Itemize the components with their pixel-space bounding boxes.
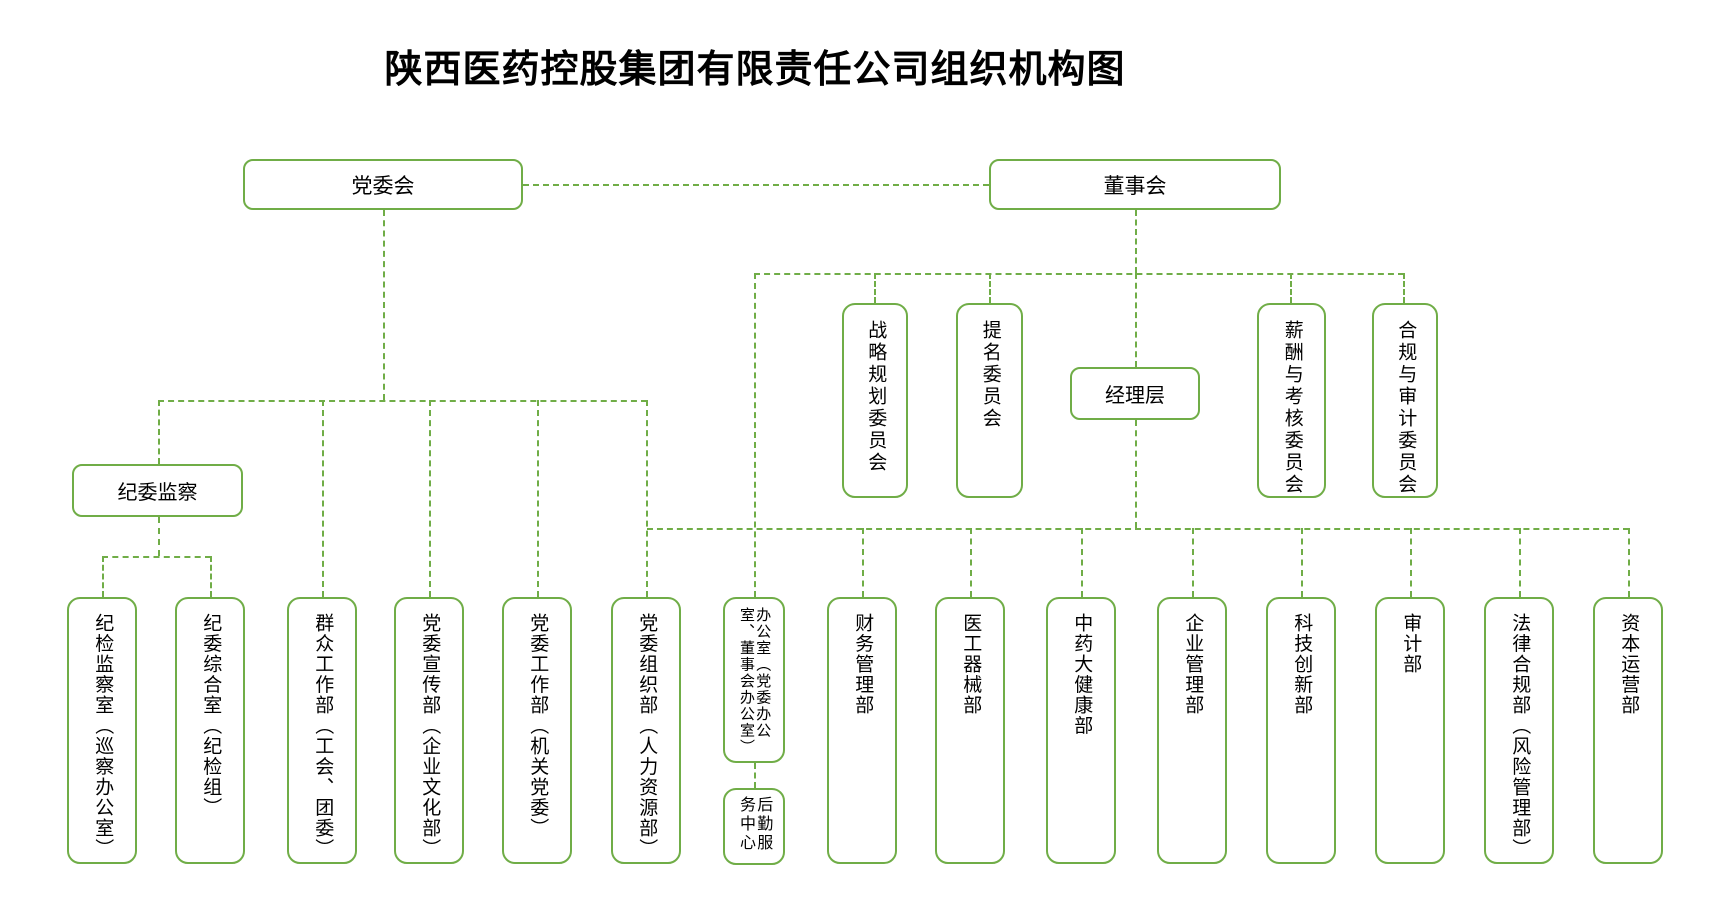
node-discipline-inspection-label: 纪委监察 bbox=[117, 482, 198, 504]
node-organization-dept-label: 党委组织部（人力资源部） bbox=[636, 613, 658, 859]
node-capital-operation-dept-label: 资本运营部 bbox=[1618, 613, 1640, 716]
connector-to-legal-compliance bbox=[1519, 528, 1521, 597]
page-title: 陕西医药控股集团有限责任公司组织机构图 bbox=[384, 49, 1126, 91]
node-logistics-center-label: 后勤服务中心 bbox=[737, 796, 772, 853]
connector-to-compliance bbox=[1403, 273, 1405, 303]
connector-to-management bbox=[1135, 273, 1137, 367]
node-nomination-committee-label: 提名委员会 bbox=[979, 320, 1001, 430]
node-finance-dept-label: 财务管理部 bbox=[852, 613, 874, 716]
node-finance-dept: 财务管理部 bbox=[827, 597, 897, 864]
connector-to-general-office bbox=[754, 273, 756, 597]
connector-to-logistics bbox=[754, 763, 756, 788]
node-capital-operation-dept: 资本运营部 bbox=[1593, 597, 1663, 864]
connector-to-strategic bbox=[874, 273, 876, 303]
node-party-committee-label: 党委会 bbox=[351, 174, 415, 198]
connector-management-down bbox=[1135, 420, 1137, 528]
connector-discipline-down bbox=[158, 517, 160, 556]
connector-to-finance bbox=[862, 528, 864, 597]
node-tcm-health-dept-label: 中药大健康部 bbox=[1071, 613, 1093, 736]
connector-to-jijian-office bbox=[102, 556, 104, 597]
connector-to-enterprise-mgmt bbox=[1192, 528, 1194, 597]
node-mass-work-dept: 群众工作部（工会、团委） bbox=[287, 597, 357, 864]
node-strategic-planning-committee: 战略规划委员会 bbox=[842, 303, 908, 498]
node-general-office: 办公室（党委办公室、董事会办公室） bbox=[723, 597, 785, 763]
connector-to-discipline bbox=[158, 400, 160, 464]
node-medical-devices-dept: 医工器械部 bbox=[935, 597, 1005, 864]
connector-management-branch bbox=[647, 528, 1629, 530]
node-medical-devices-dept-label: 医工器械部 bbox=[960, 613, 982, 716]
node-legal-compliance-dept: 法律合规部（风险管理部） bbox=[1484, 597, 1554, 864]
connector-party-branch bbox=[158, 400, 647, 402]
connector-to-tcm-health bbox=[1081, 528, 1083, 597]
connector-to-tech-innovation bbox=[1301, 528, 1303, 597]
node-legal-compliance-dept-label: 法律合规部（风险管理部） bbox=[1509, 613, 1531, 859]
connector-discipline-branch bbox=[102, 556, 211, 558]
node-strategic-planning-committee-label: 战略规划委员会 bbox=[865, 320, 887, 474]
node-publicity-dept: 党委宣传部（企业文化部） bbox=[394, 597, 464, 864]
node-audit-dept: 审计部 bbox=[1375, 597, 1445, 864]
node-discipline-inspection-office-label: 纪检监察室（巡察办公室） bbox=[92, 613, 114, 859]
connector-to-capital-operation bbox=[1628, 528, 1630, 597]
node-management-layer: 经理层 bbox=[1070, 367, 1200, 420]
connector-to-medical-devices bbox=[970, 528, 972, 597]
node-publicity-dept-label: 党委宣传部（企业文化部） bbox=[419, 613, 441, 859]
node-tech-innovation-dept-label: 科技创新部 bbox=[1291, 613, 1313, 716]
node-party-work-dept-label: 党委工作部（机关党委） bbox=[527, 613, 549, 839]
node-party-committee: 党委会 bbox=[243, 159, 523, 210]
connector-to-jiwei-office bbox=[210, 556, 212, 597]
connector-committee-branch bbox=[754, 273, 1404, 275]
connector-to-publicity bbox=[429, 400, 431, 597]
node-compliance-audit-committee: 合规与审计委员会 bbox=[1372, 303, 1438, 498]
node-logistics-center: 后勤服务中心 bbox=[723, 788, 785, 865]
node-audit-dept-label: 审计部 bbox=[1400, 613, 1422, 675]
node-tech-innovation-dept: 科技创新部 bbox=[1266, 597, 1336, 864]
connector-to-nomination bbox=[989, 273, 991, 303]
connector-to-compensation bbox=[1290, 273, 1292, 303]
node-board-of-directors: 董事会 bbox=[989, 159, 1281, 210]
node-management-layer-label: 经理层 bbox=[1105, 385, 1165, 407]
node-discipline-inspection: 纪委监察 bbox=[72, 464, 243, 517]
node-tcm-health-dept: 中药大健康部 bbox=[1046, 597, 1116, 864]
node-enterprise-mgmt-dept: 企业管理部 bbox=[1157, 597, 1227, 864]
node-board-of-directors-label: 董事会 bbox=[1103, 174, 1167, 198]
connector-board-down bbox=[1135, 210, 1137, 273]
node-compliance-audit-committee-label: 合规与审计委员会 bbox=[1395, 320, 1417, 496]
node-mass-work-dept-label: 群众工作部（工会、团委） bbox=[312, 613, 334, 859]
node-discipline-general-office: 纪委综合室（纪检组） bbox=[175, 597, 245, 864]
connector-party-down bbox=[383, 210, 385, 400]
connector-to-organization bbox=[646, 400, 648, 597]
connector-to-mass-work bbox=[322, 400, 324, 597]
node-organization-dept: 党委组织部（人力资源部） bbox=[611, 597, 681, 864]
connector-party-board bbox=[523, 184, 989, 186]
node-enterprise-mgmt-dept-label: 企业管理部 bbox=[1182, 613, 1204, 716]
node-nomination-committee: 提名委员会 bbox=[956, 303, 1023, 498]
connector-to-party-work bbox=[537, 400, 539, 597]
connector-to-audit bbox=[1410, 528, 1412, 597]
node-compensation-assessment-committee: 薪酬与考核委员会 bbox=[1257, 303, 1326, 498]
node-compensation-assessment-committee-label: 薪酬与考核委员会 bbox=[1281, 320, 1303, 496]
node-discipline-inspection-office: 纪检监察室（巡察办公室） bbox=[67, 597, 137, 864]
node-party-work-dept: 党委工作部（机关党委） bbox=[502, 597, 572, 864]
node-general-office-label: 办公室（党委办公室、董事会办公室） bbox=[738, 607, 772, 756]
node-discipline-general-office-label: 纪委综合室（纪检组） bbox=[200, 613, 222, 818]
